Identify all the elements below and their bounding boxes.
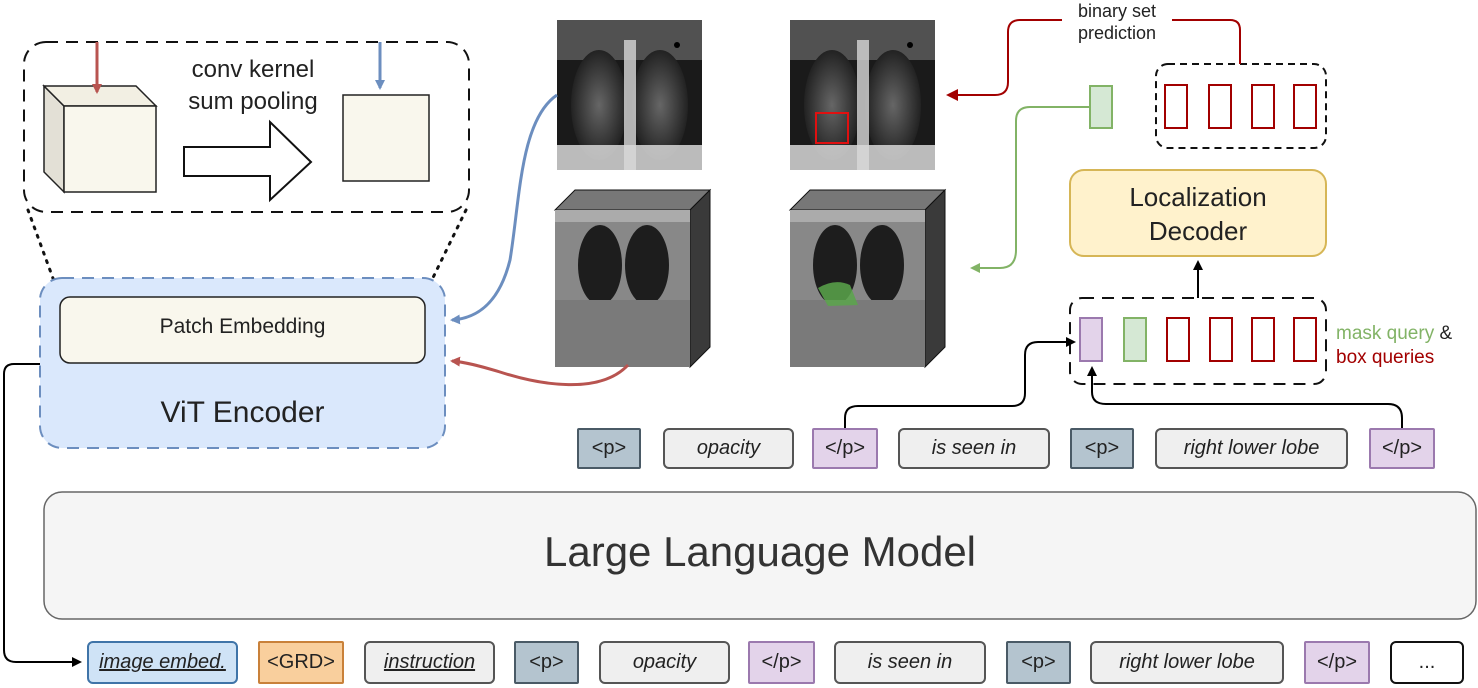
query-input-box — [1069, 297, 1327, 385]
mask-query-label: mask query — [1336, 323, 1435, 344]
box-queries-label: box queries — [1336, 347, 1435, 368]
zoom-connector-left — [26, 208, 60, 294]
conv-label-line2: sum pooling — [188, 88, 318, 115]
ct-volume-mask-image — [788, 188, 947, 369]
input-token-image-embed: image embed. — [87, 641, 238, 684]
input-token-opacity: opacity — [599, 641, 730, 684]
pooled-square — [342, 94, 430, 182]
input-token-ellipsis: ... — [1390, 641, 1464, 684]
output-token-p-open-2: <p> — [1070, 428, 1134, 469]
binary-set-prediction-label: binary set prediction — [1062, 0, 1172, 44]
output-token-p-close-2: </p> — [1369, 428, 1435, 469]
segmentation-mask — [818, 282, 858, 306]
ct-volume-image — [553, 188, 712, 369]
input-token-instruction: instruction — [364, 641, 495, 684]
vit-encoder-title: ViT Encoder — [160, 396, 325, 429]
zoom-connector-right — [424, 208, 468, 294]
localization-decoder-box — [1069, 169, 1327, 257]
conv-zoom-box — [23, 41, 470, 213]
binary-set-line1: binary set — [1077, 1, 1157, 21]
patch-embedding-label: Patch Embedding — [159, 315, 326, 338]
input-token-p-open-2: <p> — [1006, 641, 1071, 684]
input-token-grd: <GRD> — [258, 641, 344, 684]
llm-box — [43, 491, 1477, 620]
input-token-p-open: <p> — [514, 641, 579, 684]
conv-label-line1: conv kernel — [191, 56, 315, 83]
patch-embedding-box — [59, 296, 426, 364]
ampersand-label: & — [1439, 323, 1453, 344]
output-token-p-close: </p> — [812, 428, 878, 469]
binary-set-line2: prediction — [1077, 23, 1157, 43]
input-token-is-seen-in: is seen in — [834, 641, 986, 684]
xray-image — [557, 20, 702, 170]
bounding-box — [815, 112, 849, 144]
decoder-line1: Localization — [1129, 182, 1267, 212]
output-token-right-lower-lobe: right lower lobe — [1155, 428, 1348, 469]
llm-title: Large Language Model — [543, 528, 977, 575]
queries-legend: mask query & box queries — [1336, 322, 1452, 370]
output-token-opacity: opacity — [663, 428, 794, 469]
xray-box-image — [790, 20, 935, 170]
mask-query-output — [1089, 85, 1113, 129]
output-token-is-seen-in: is seen in — [898, 428, 1050, 469]
output-token-p-open: <p> — [577, 428, 641, 469]
input-token-right-lower-lobe: right lower lobe — [1090, 641, 1284, 684]
cube-icon — [42, 84, 158, 194]
input-token-p-close: </p> — [748, 641, 815, 684]
decoder-line2: Decoder — [1148, 216, 1248, 246]
localization-decoder-label: Localization Decoder — [1070, 180, 1326, 248]
input-token-p-close-2: </p> — [1304, 641, 1370, 684]
hollow-arrow-icon — [183, 119, 313, 203]
